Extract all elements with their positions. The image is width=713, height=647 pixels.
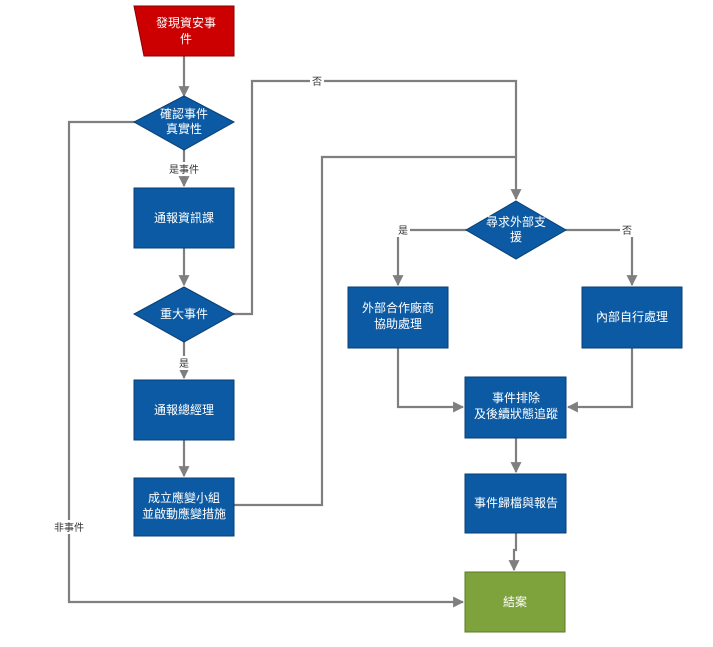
internal-line-1: 內部自行處理 <box>596 309 668 324</box>
label-no-external: 否 <box>622 225 632 237</box>
label-not-event: 非事件 <box>54 521 84 534</box>
label-no-major: 否 <box>312 76 322 88</box>
confirm-line-1: 確認事件 <box>160 106 208 121</box>
vendor-line-1: 外部合作廠商 <box>362 300 434 315</box>
edges <box>67 56 638 608</box>
close-line-1: 結案 <box>503 594 527 609</box>
external-line-2: 援 <box>510 230 522 244</box>
process-vendor: 外部合作廠商 協助處理 <box>347 286 449 349</box>
response-team-line-2: 並啟動應變措施 <box>142 506 226 521</box>
edge-external-vendor <box>392 228 467 287</box>
confirm-line-2: 真實性 <box>166 121 202 136</box>
edge-response-external <box>233 155 516 507</box>
edge-vendor-resolve <box>396 348 465 413</box>
end-node-close: 結案 <box>464 571 566 633</box>
process-notify-it: 通報資訊課 <box>133 187 235 249</box>
resolve-line-1: 事件排除 <box>492 390 540 405</box>
decision-external-support: 尋求外部支 援 <box>465 200 567 260</box>
discover-line-2: 件 <box>180 32 192 46</box>
resolve-line-2: 及後續狀態追蹤 <box>474 406 558 421</box>
label-yes-external: 是 <box>398 225 408 237</box>
edge-labels: 是事件 非事件 是 否 是 否 <box>51 74 634 534</box>
label-yes-event: 是事件 <box>169 163 199 176</box>
process-response-team: 成立應變小組 並啟動應變措施 <box>133 477 235 537</box>
process-notify-gm: 通報總經理 <box>133 379 235 441</box>
decision-major: 重大事件 <box>132 286 236 343</box>
vendor-line-2: 協助處理 <box>374 316 422 331</box>
edge-major-external <box>233 79 522 316</box>
start-node-discover: 發現資安事 件 <box>133 5 235 57</box>
edge-internal-resolve <box>566 348 634 413</box>
process-internal: 內部自行處理 <box>581 286 683 349</box>
notify-it-line-1: 通報資訊課 <box>154 210 214 225</box>
decision-confirm: 確認事件 真實性 <box>132 95 236 151</box>
process-archive: 事件歸檔與報告 <box>464 473 567 534</box>
process-resolve: 事件排除 及後續狀態追蹤 <box>464 376 567 439</box>
major-line-1: 重大事件 <box>160 307 208 321</box>
edge-archive-close <box>508 533 520 572</box>
notify-gm-line-1: 通報總經理 <box>154 402 214 417</box>
response-team-line-1: 成立應變小組 <box>148 490 220 505</box>
archive-line-1: 事件歸檔與報告 <box>474 496 558 510</box>
label-yes-major: 是 <box>179 358 189 370</box>
external-line-1: 尋求外部支 <box>486 214 546 229</box>
discover-line-1: 發現資安事 <box>156 15 216 30</box>
edge-external-internal <box>565 228 638 287</box>
edge-confirm-close <box>67 120 465 608</box>
